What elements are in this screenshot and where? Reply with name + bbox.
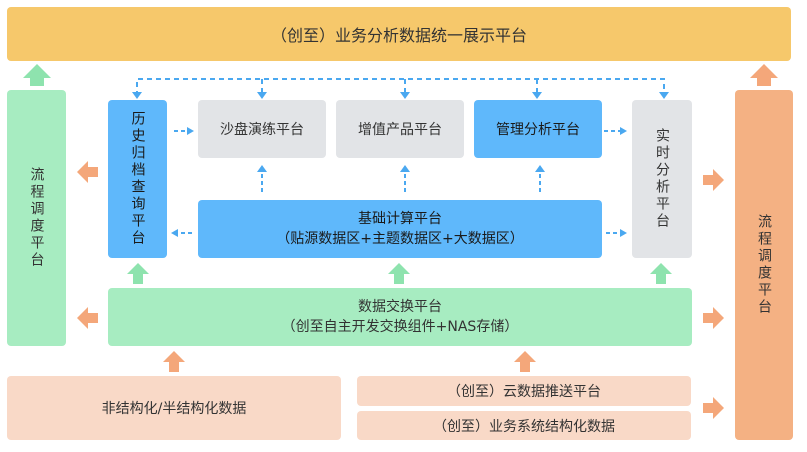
orange-right-arrows bbox=[703, 169, 724, 419]
compute-title: 基础计算平台 bbox=[358, 211, 442, 227]
biz-system-label: （创至）业务系统结构化数据 bbox=[433, 418, 615, 435]
bus-arrowheads bbox=[132, 92, 669, 99]
bus-line bbox=[136, 78, 665, 96]
cloud-push-label: （创至）云数据推送平台 bbox=[447, 384, 601, 400]
dashed-vertical bbox=[261, 172, 541, 192]
dashed-vertical-heads bbox=[257, 165, 545, 172]
compute-subtitle: （贴源数据区+主题数据区+大数据区） bbox=[276, 231, 524, 247]
sandbox-label: 沙盘演练平台 bbox=[220, 122, 304, 138]
top-banner: （创至）业务分析数据统一展示平台 bbox=[7, 7, 791, 61]
history-archive-label: 历史归档查询平台 bbox=[129, 111, 146, 247]
sandbox-box: 沙盘演练平台 bbox=[198, 100, 326, 158]
exchange-subtitle: （创至自主开发交换组件+NAS存储） bbox=[281, 319, 519, 335]
exchange-platform-box: 数据交换平台 （创至自主开发交换组件+NAS存储） bbox=[108, 288, 692, 346]
top-banner-label: （创至）业务分析数据统一展示平台 bbox=[270, 26, 527, 45]
mgmt-analysis-label: 管理分析平台 bbox=[496, 122, 580, 138]
unstructured-data-box: 非结构化/半结构化数据 bbox=[7, 376, 341, 440]
exchange-title: 数据交换平台 bbox=[358, 299, 442, 315]
realtime-box: 实时分析平台 bbox=[632, 100, 692, 258]
cloud-push-box: （创至）云数据推送平台 bbox=[357, 376, 691, 406]
value-added-box: 增值产品平台 bbox=[336, 100, 464, 158]
biz-system-box: （创至）业务系统结构化数据 bbox=[357, 411, 691, 440]
value-added-label: 增值产品平台 bbox=[358, 122, 442, 138]
history-archive-box: 历史归档查询平台 bbox=[108, 100, 167, 258]
left-dispatch-panel: 流程调度平台 bbox=[7, 90, 66, 346]
right-dispatch-label: 流程调度平台 bbox=[756, 214, 772, 316]
mgmt-analysis-box: 管理分析平台 bbox=[474, 100, 602, 158]
realtime-label: 实时分析平台 bbox=[654, 128, 670, 230]
left-dispatch-label: 流程调度平台 bbox=[28, 167, 45, 269]
dashed-bus bbox=[136, 78, 665, 96]
compute-platform-box: 基础计算平台 （贴源数据区+主题数据区+大数据区） bbox=[198, 200, 602, 258]
right-dispatch-panel: 流程调度平台 bbox=[735, 90, 793, 440]
orange-left-arrows bbox=[77, 161, 98, 329]
unstructured-data-label: 非结构化/半结构化数据 bbox=[101, 401, 247, 417]
